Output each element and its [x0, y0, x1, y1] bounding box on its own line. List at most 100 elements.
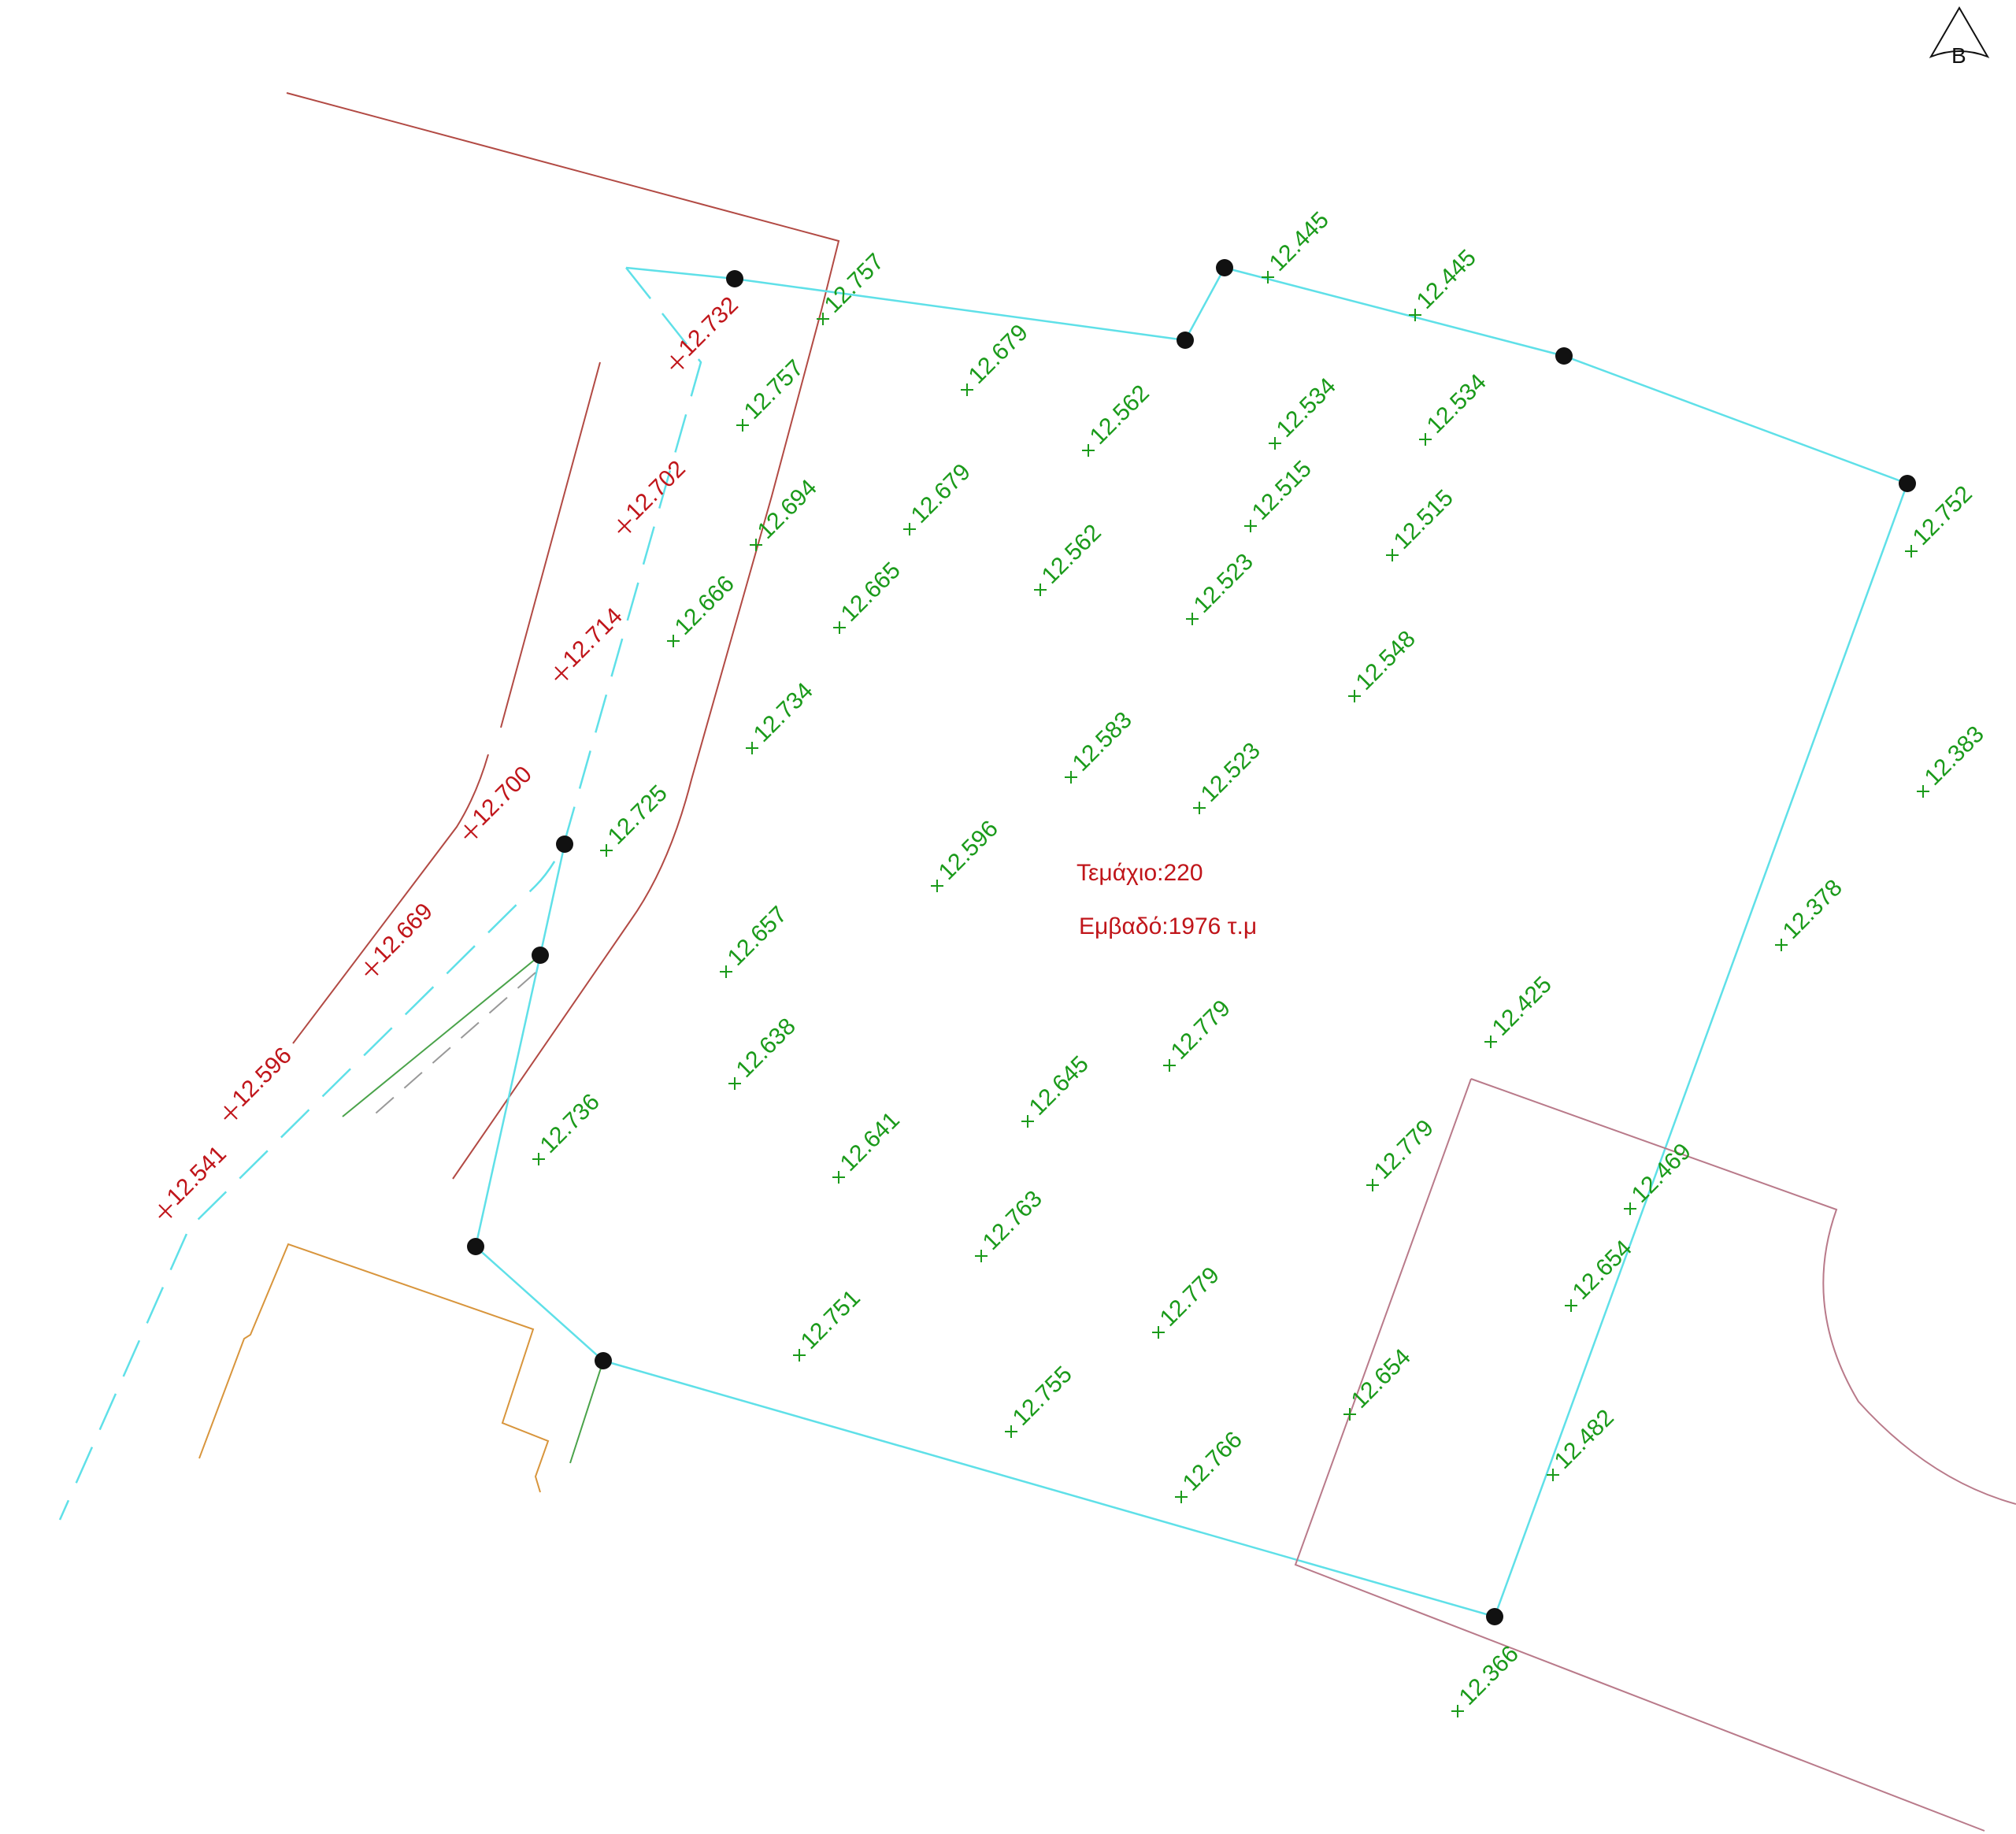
point-marker-icon — [365, 961, 379, 976]
road-axis-dashed — [58, 267, 702, 1521]
point-marker-icon — [931, 880, 943, 892]
point-marker-icon — [750, 539, 762, 551]
point-marker-icon — [1186, 613, 1199, 625]
point-marker-icon — [746, 742, 758, 754]
elevation-point: 12.752 — [1905, 481, 1977, 558]
elevation-point: 12.679 — [903, 459, 976, 535]
elevation-label: 12.562 — [1085, 380, 1154, 450]
vertex-point — [1216, 259, 1233, 276]
elevation-label: 12.445 — [1265, 207, 1334, 276]
elevation-label: 12.679 — [906, 459, 976, 528]
point-marker-icon — [728, 1077, 741, 1090]
elevation-label: 12.548 — [1351, 626, 1421, 695]
point-marker-icon — [1175, 1491, 1188, 1503]
elevation-point: 12.766 — [1175, 1427, 1247, 1503]
point-marker-icon — [158, 1204, 172, 1218]
elevation-point: 12.736 — [532, 1089, 605, 1165]
elevation-label: 12.702 — [621, 456, 691, 525]
elevation-point: 12.366 — [1451, 1641, 1524, 1717]
point-marker-icon — [1775, 939, 1788, 951]
elevation-label: 12.665 — [836, 558, 906, 627]
elevation-label: 12.515 — [1389, 485, 1458, 554]
point-marker-icon — [532, 1153, 545, 1165]
elevation-point: 12.445 — [1409, 245, 1481, 321]
point-marker-icon — [1624, 1202, 1636, 1215]
elevation-label: 12.654 — [1568, 1236, 1637, 1305]
point-marker-icon — [832, 1171, 845, 1184]
point-marker-icon — [1193, 802, 1206, 814]
elevation-label: 12.766 — [1178, 1427, 1247, 1496]
elevation-point: 12.779 — [1152, 1262, 1225, 1339]
elevation-label: 12.596 — [934, 816, 1003, 885]
north-arrow-icon: B — [1929, 6, 1990, 68]
elevation-label: 12.757 — [739, 355, 809, 424]
elevation-points: 12.44512.44512.75712.73212.75712.67912.5… — [158, 207, 1989, 1717]
point-marker-icon — [224, 1106, 238, 1120]
point-marker-icon — [903, 523, 916, 535]
point-marker-icon — [554, 666, 569, 680]
elevation-label: 12.679 — [964, 320, 1033, 389]
elevation-label: 12.523 — [1189, 549, 1258, 618]
elevation-point: 12.665 — [833, 558, 906, 634]
elevation-point: 12.763 — [975, 1186, 1047, 1262]
elevation-label: 12.734 — [749, 678, 818, 747]
elevation-point: 12.654 — [1343, 1344, 1416, 1421]
elevation-label: 12.779 — [1155, 1262, 1225, 1332]
green-line — [342, 954, 604, 1464]
elevation-label: 12.736 — [536, 1089, 605, 1158]
elevation-point: 12.755 — [1005, 1362, 1077, 1438]
elevation-point: 12.562 — [1034, 520, 1106, 596]
elevation-label: 12.638 — [732, 1013, 801, 1083]
elevation-point: 12.751 — [793, 1285, 865, 1362]
point-marker-icon — [1244, 520, 1257, 532]
point-marker-icon — [1366, 1179, 1379, 1191]
point-marker-icon — [1917, 785, 1929, 798]
point-marker-icon — [1262, 271, 1274, 283]
elevation-point: 12.779 — [1163, 995, 1236, 1072]
point-marker-icon — [720, 965, 732, 978]
elevation-label: 12.755 — [1008, 1362, 1077, 1431]
elevation-label: 12.714 — [558, 603, 628, 672]
point-marker-icon — [1163, 1059, 1176, 1072]
elevation-point: 12.515 — [1386, 485, 1458, 561]
point-marker-icon — [1409, 309, 1421, 321]
vertex-point — [1555, 347, 1573, 365]
elevation-point: 12.757 — [736, 355, 809, 432]
point-marker-icon — [600, 844, 613, 857]
elevation-point: 12.732 — [670, 292, 743, 369]
elevation-label: 12.445 — [1412, 245, 1481, 314]
point-marker-icon — [1419, 433, 1432, 446]
point-marker-icon — [793, 1349, 806, 1362]
elevation-point: 12.469 — [1624, 1139, 1696, 1215]
point-marker-icon — [736, 419, 749, 432]
elevation-label: 12.515 — [1247, 456, 1317, 525]
point-marker-icon — [1905, 545, 1918, 558]
elevation-point: 12.666 — [667, 571, 739, 647]
elevation-label: 12.732 — [674, 292, 743, 361]
elevation-label: 12.779 — [1166, 995, 1236, 1065]
point-marker-icon — [1065, 771, 1077, 784]
point-marker-icon — [1451, 1705, 1464, 1717]
elevation-label: 12.763 — [978, 1186, 1047, 1255]
road-axis-top — [625, 266, 736, 280]
elevation-point: 12.534 — [1419, 369, 1492, 446]
parcel-boundary — [474, 266, 1909, 1618]
elevation-point: 12.515 — [1244, 456, 1317, 532]
elevation-point: 12.383 — [1917, 721, 1989, 798]
vertex-point — [467, 1238, 484, 1255]
elevation-label: 12.700 — [468, 761, 537, 831]
point-marker-icon — [817, 313, 829, 325]
elevation-label: 12.752 — [1908, 481, 1977, 550]
elevation-point: 12.779 — [1366, 1115, 1439, 1191]
elevation-label: 12.669 — [369, 898, 438, 968]
elevation-point: 12.562 — [1082, 380, 1154, 457]
elevation-label: 12.378 — [1778, 875, 1847, 944]
elevation-point: 12.596 — [931, 816, 1003, 892]
elevation-point: 12.425 — [1484, 972, 1557, 1048]
neighbor-parcel — [1294, 1078, 2016, 1832]
vertex-point — [1486, 1608, 1503, 1625]
parcel-number-label: Τεμάχιο:220 — [1077, 860, 1203, 886]
vertex-point — [726, 270, 743, 287]
elevation-point: 12.534 — [1269, 373, 1341, 450]
